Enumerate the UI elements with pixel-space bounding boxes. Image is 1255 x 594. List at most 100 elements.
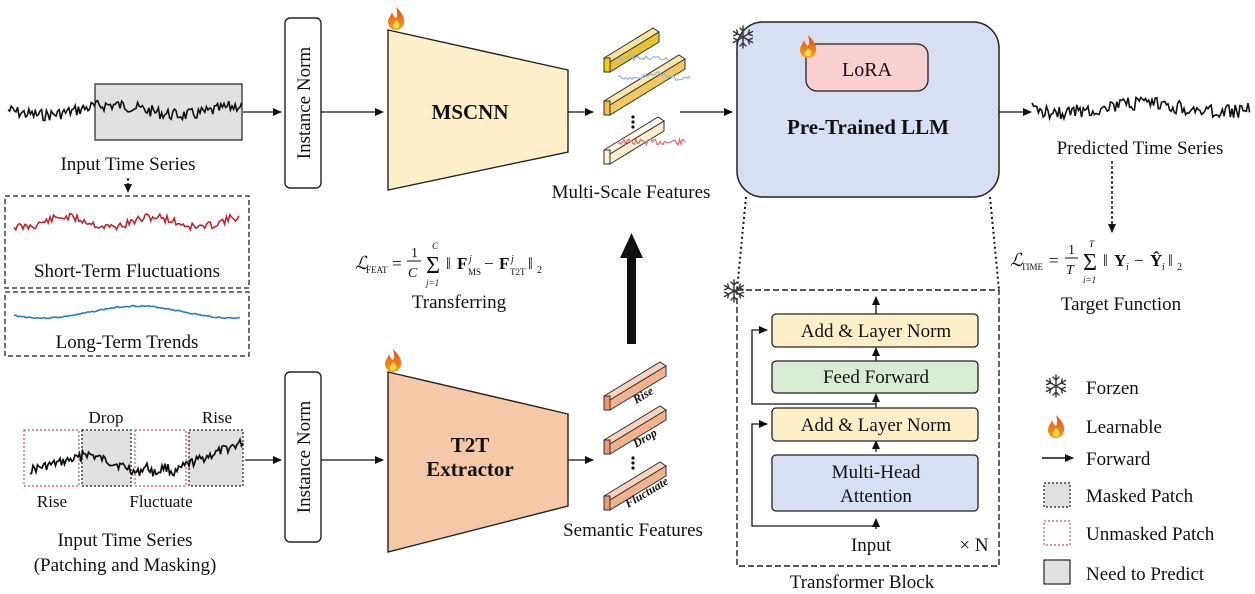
mscnn-label: MSCNN <box>432 100 509 124</box>
add-norm-block-1 <box>771 407 979 442</box>
svg-text:Σ: Σ <box>426 253 440 279</box>
svg-text:j: j <box>509 254 514 265</box>
svg-text:Y: Y <box>1114 251 1126 270</box>
legend-unmasked-label: Unmasked Patch <box>1086 524 1215 545</box>
transfer-arrow-head <box>620 233 643 258</box>
tb-input-label: Input <box>851 535 892 556</box>
input-time-series-line <box>7 99 243 122</box>
svg-text:j=1: j=1 <box>425 278 439 288</box>
transfer-arrow-shaft <box>627 256 636 344</box>
feed-forward-block <box>771 360 979 394</box>
drop-label: Drop <box>89 408 124 427</box>
feat-loss-formula: ℒ FEAT = 1 C Σ C j=1 ‖ F j MS − F j T2T … <box>355 241 542 288</box>
svg-text:‖: ‖ <box>528 254 533 273</box>
instance-norm-top-label: Instance Norm <box>294 47 315 160</box>
long-term-box <box>4 291 250 357</box>
legend-frozen-icon <box>1045 374 1067 398</box>
lora-block <box>805 43 929 92</box>
long-term-line <box>13 304 241 320</box>
fluctuate-label: Fluctuate <box>129 492 192 511</box>
svg-text:−: − <box>1134 251 1144 270</box>
residual-1 <box>751 420 876 527</box>
legend: Forzen Learnable Forward Masked Patch Un… <box>1042 374 1215 585</box>
svg-text:‖: ‖ <box>446 254 451 273</box>
predicted-time-series-line <box>1031 95 1251 122</box>
svg-text:T: T <box>1089 239 1095 249</box>
add-norm-label-2: Add & Layer Norm <box>801 321 952 342</box>
t2t-label-1: T2T <box>451 433 490 457</box>
svg-text:FEAT: FEAT <box>366 265 388 275</box>
svg-text:i: i <box>1162 262 1165 273</box>
patch-input <box>23 429 244 487</box>
svg-text:j: j <box>467 254 472 265</box>
svg-text:=: = <box>1049 251 1059 270</box>
transformer-block-label: Transformer Block <box>790 572 935 593</box>
unmasked-patch-2 <box>134 429 187 487</box>
legend-masked-label: Masked Patch <box>1086 486 1194 507</box>
svg-text:i: i <box>1126 262 1129 273</box>
t2t-extractor-block <box>387 371 569 553</box>
instance-norm-top <box>284 17 322 189</box>
svg-text:1: 1 <box>411 246 418 261</box>
multi-scale-features <box>603 27 691 165</box>
legend-learnable-label: Learnable <box>1086 417 1162 438</box>
zoom-line-right <box>989 196 1000 291</box>
svg-text:F: F <box>457 254 467 273</box>
time-loss-formula: ℒ TIME = 1 T Σ T i=1 ‖ Y i − Ŷ i ‖ 2 <box>1010 239 1182 285</box>
svg-text:Ŷ: Ŷ <box>1150 251 1162 270</box>
svg-text:=: = <box>392 254 402 273</box>
legend-need-predict-swatch <box>1043 559 1071 585</box>
svg-text:MS: MS <box>468 267 481 277</box>
input-time-series-label: Input Time Series <box>60 154 195 175</box>
mscnn-learnable-icon <box>388 7 405 30</box>
svg-text:i=1: i=1 <box>1083 275 1096 285</box>
residual-2 <box>751 326 876 405</box>
legend-learnable-icon <box>1048 415 1065 438</box>
mha-label-1: Multi-Head <box>832 462 921 483</box>
instance-norm-bottom-label: Instance Norm <box>294 401 315 514</box>
svg-text:‖: ‖ <box>1168 251 1173 270</box>
mha-label-2: Attention <box>840 486 912 507</box>
pretrained-llm-block <box>736 21 1000 198</box>
semantic-features: Rise Drop Fluctuate <box>603 361 671 511</box>
lora-label: LoRA <box>842 59 893 81</box>
svg-text:F: F <box>499 254 509 273</box>
patch-input-label-1: Input Time Series <box>57 530 192 551</box>
transformer-frozen-icon <box>723 279 745 303</box>
svg-text:Σ: Σ <box>1083 250 1097 276</box>
legend-need-predict-label: Need to Predict <box>1086 564 1205 585</box>
svg-text:TIME: TIME <box>1021 262 1043 272</box>
mscnn-block <box>387 29 569 191</box>
svg-text:‖: ‖ <box>1103 251 1108 270</box>
svg-text:ℒ: ℒ <box>355 253 369 273</box>
multi-head-attention-block <box>771 454 979 512</box>
short-term-line <box>13 212 240 232</box>
masked-patch-1 <box>81 429 132 487</box>
instance-norm-bottom <box>284 371 322 543</box>
unmasked-patch-1 <box>23 429 80 487</box>
svg-text:C: C <box>432 241 439 251</box>
times-n-label: × N <box>959 535 988 556</box>
short-term-box <box>4 195 250 289</box>
long-term-label: Long-Term Trends <box>56 332 199 353</box>
svg-text:−: − <box>484 254 494 273</box>
legend-unmasked-swatch <box>1043 520 1071 546</box>
svg-text:1: 1 <box>1068 243 1075 258</box>
legend-frozen-label: Forzen <box>1086 378 1139 399</box>
legend-masked-swatch <box>1043 482 1071 508</box>
svg-text:2: 2 <box>1177 262 1182 273</box>
target-function-label: Target Function <box>1061 294 1182 315</box>
add-norm-label-1: Add & Layer Norm <box>801 415 952 436</box>
t2t-label-2: Extractor <box>426 457 513 481</box>
rise-label-bottom: Rise <box>37 492 67 511</box>
t2t-learnable-icon <box>385 349 402 372</box>
svg-text:ℒ: ℒ <box>1010 250 1024 270</box>
llm-label: Pre-Trained LLM <box>787 115 949 139</box>
svg-text:T: T <box>1066 263 1075 278</box>
transformer-block <box>736 289 1000 567</box>
multi-scale-label: Multi-Scale Features <box>552 182 711 203</box>
semantic-features-label: Semantic Features <box>563 520 703 541</box>
short-term-label: Short-Term Fluctuations <box>34 261 220 282</box>
